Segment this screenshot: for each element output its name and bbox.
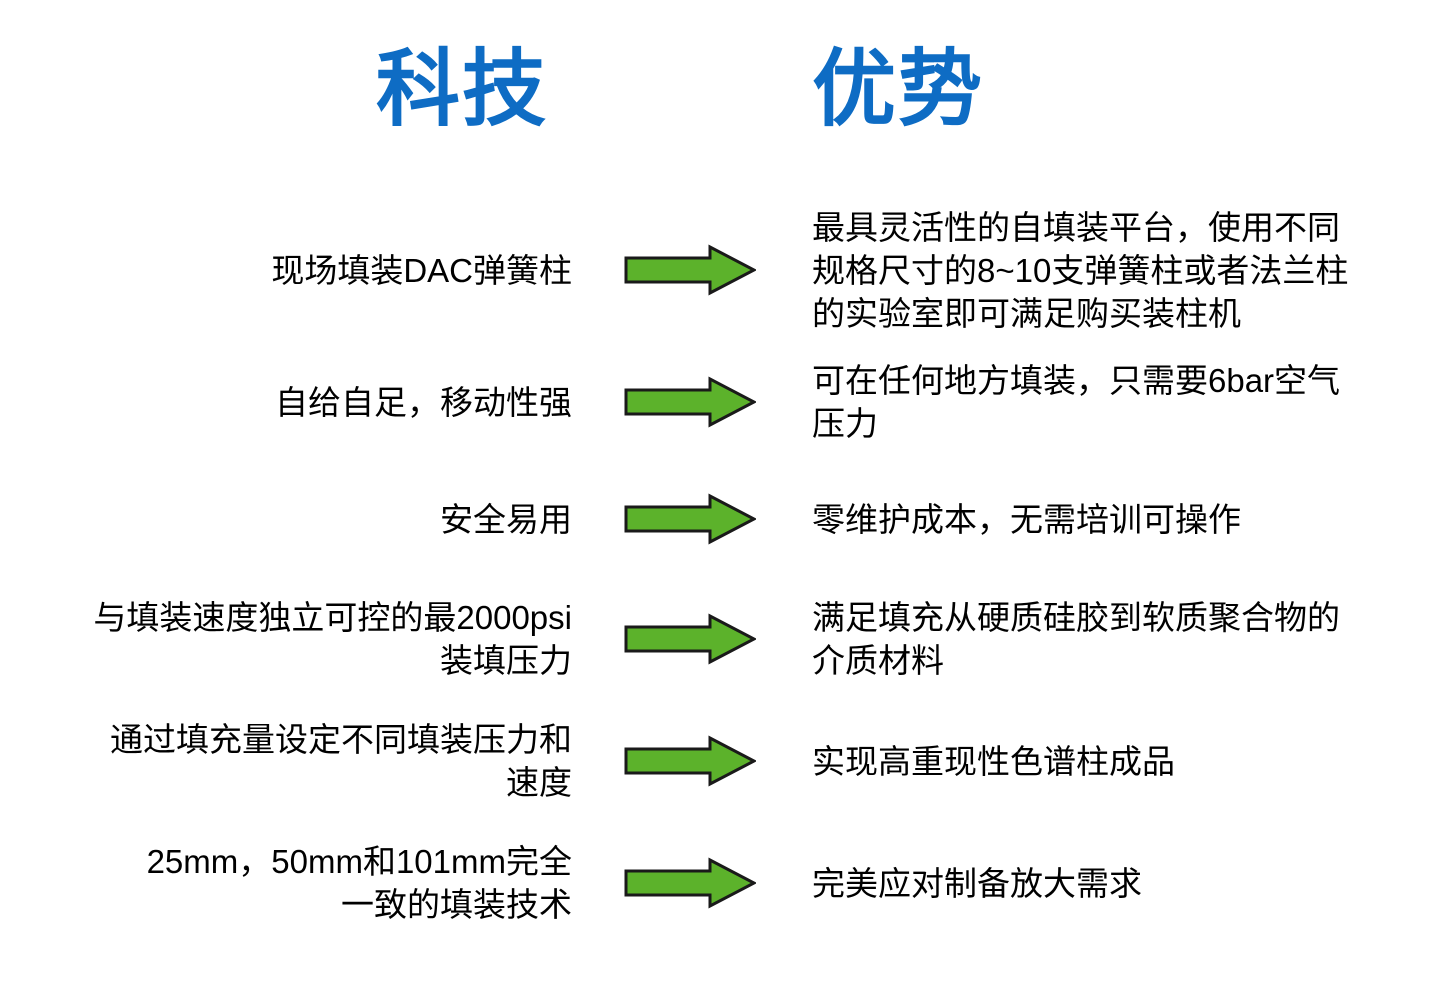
right-arrow-icon <box>624 244 756 296</box>
advantage-cell: 实现高重现性色谱柱成品 <box>812 742 1175 780</box>
table-row: 自给自足，移动性强 可在任何地方填装，只需要6bar空气 压力 <box>0 344 1441 460</box>
right-arrow-icon <box>624 857 756 909</box>
arrow-cell <box>572 376 812 428</box>
table-row: 现场填装DAC弹簧柱 最具灵活性的自填装平台，使用不同 规格尺寸的8~10支弹簧… <box>0 196 1441 344</box>
headings-row: 科技 优势 <box>0 38 1441 148</box>
arrow-cell <box>572 493 812 545</box>
tech-cell: 与填装速度独立可控的最2000psi 装填压力 <box>93 599 572 679</box>
right-arrow-icon <box>624 376 756 428</box>
advantage-cell: 最具灵活性的自填装平台，使用不同 规格尺寸的8~10支弹簧柱或者法兰柱 的实验室… <box>812 208 1349 332</box>
advantage-cell: 零维护成本，无需培训可操作 <box>812 500 1241 538</box>
advantage-cell: 满足填充从硬质硅胶到软质聚合物的 介质材料 <box>812 599 1340 679</box>
arrow-cell <box>572 857 812 909</box>
right-arrow-icon <box>624 493 756 545</box>
tech-cell: 现场填装DAC弹簧柱 <box>271 251 572 289</box>
table-row: 通过填充量设定不同填装压力和 速度 实现高重现性色谱柱成品 <box>0 700 1441 822</box>
tech-cell: 安全易用 <box>440 500 572 538</box>
advantage-cell: 可在任何地方填装，只需要6bar空气 压力 <box>812 362 1341 442</box>
arrow-cell <box>572 735 812 787</box>
table-row: 安全易用 零维护成本，无需培训可操作 <box>0 460 1441 578</box>
tech-cell: 自给自足，移动性强 <box>275 383 572 421</box>
arrow-cell <box>572 613 812 665</box>
right-arrow-icon <box>624 735 756 787</box>
table-row: 与填装速度独立可控的最2000psi 装填压力 满足填充从硬质硅胶到软质聚合物的… <box>0 578 1441 700</box>
tech-cell: 通过填充量设定不同填装压力和 速度 <box>110 721 572 801</box>
right-arrow-icon <box>624 613 756 665</box>
arrow-cell <box>572 244 812 296</box>
heading-technology: 科技 <box>376 42 549 136</box>
tech-cell: 25mm，50mm和101mm完全 一致的填装技术 <box>146 843 572 923</box>
advantage-cell: 完美应对制备放大需求 <box>812 864 1142 902</box>
table-row: 25mm，50mm和101mm完全 一致的填装技术 完美应对制备放大需求 <box>0 822 1441 944</box>
heading-advantage: 优势 <box>812 42 985 136</box>
